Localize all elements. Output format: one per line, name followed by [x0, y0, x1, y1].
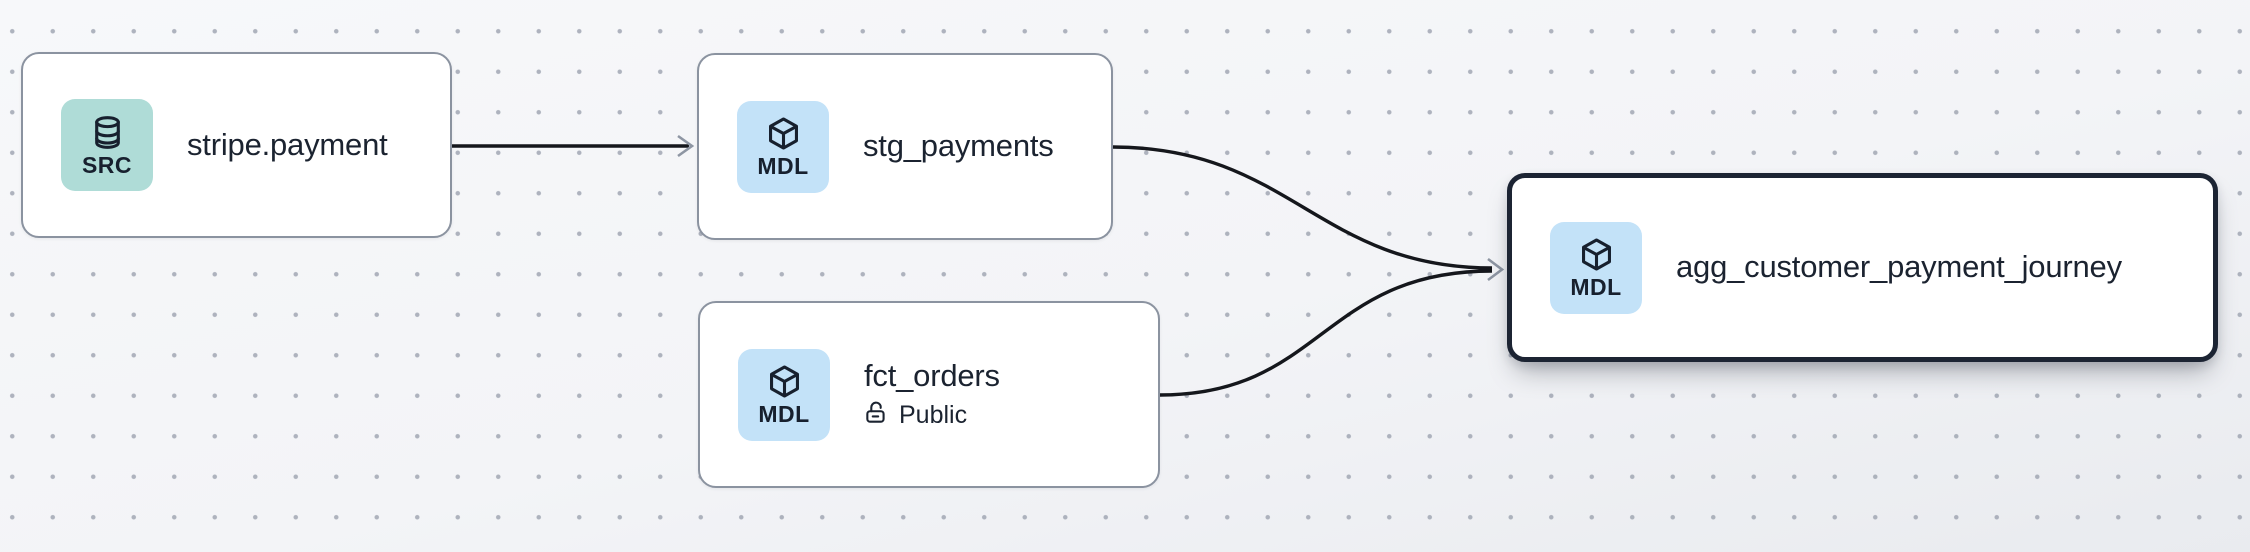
badge-label: MDL — [758, 401, 810, 427]
arrowhead-into-agg-journey — [1487, 257, 1505, 282]
access-label: Public — [899, 400, 968, 429]
model-badge-tile: MDL — [1550, 221, 1642, 314]
model-badge-tile: MDL — [738, 348, 830, 441]
model-badge-tile: MDL — [737, 100, 829, 193]
badge-label: MDL — [1570, 274, 1622, 300]
source-badge-tile: SRC — [61, 99, 153, 191]
edge-stg-payments-to-agg-journey — [1112, 145, 1493, 270]
node-label: stg_payments — [863, 128, 1054, 164]
badge-label: SRC — [81, 151, 133, 178]
arrowhead-into-stg-payments — [677, 134, 695, 158]
access-row: Public — [864, 400, 1000, 430]
cube-icon — [766, 363, 803, 400]
node-agg-customer-payment-journey[interactable]: MDL agg_customer_payment_journey — [1507, 173, 2218, 362]
node-label: fct_orders — [864, 357, 1000, 393]
node-label: stripe.payment — [187, 126, 388, 162]
node-stg-payments[interactable]: MDL stg_payments — [697, 53, 1113, 240]
lock-open-icon — [864, 400, 889, 430]
cube-icon — [765, 115, 802, 152]
node-stripe-payment[interactable]: SRC stripe.payment — [21, 52, 452, 238]
edge-fct-orders-to-agg-journey — [1159, 269, 1493, 397]
node-fct-orders[interactable]: MDL fct_orders Public — [698, 301, 1160, 488]
cube-icon — [1578, 236, 1615, 273]
database-icon — [89, 114, 126, 151]
node-label: agg_customer_payment_journey — [1676, 249, 2122, 285]
badge-label: MDL — [757, 153, 809, 179]
